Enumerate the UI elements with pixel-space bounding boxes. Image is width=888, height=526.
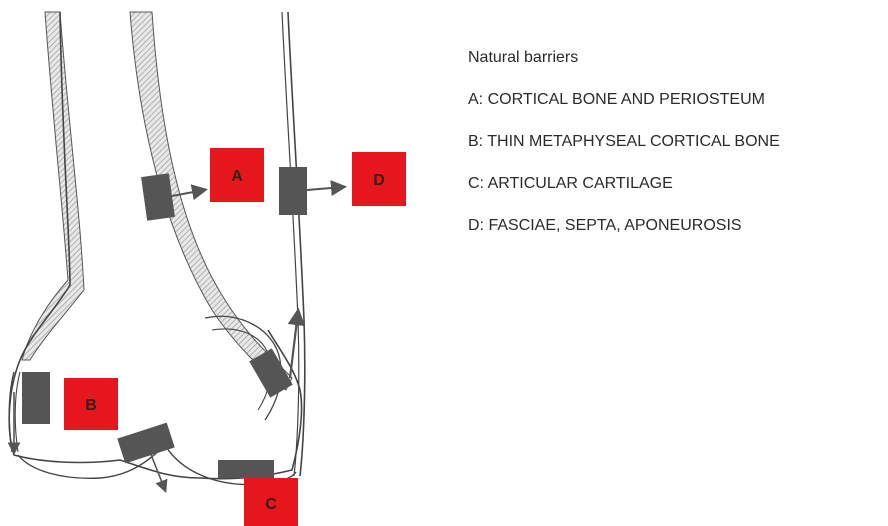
- label-c-text: C: [265, 496, 277, 513]
- legend: Natural barriers A: CORTICAL BONE AND PE…: [468, 48, 878, 258]
- label-box-a: A: [210, 148, 264, 202]
- arrow-d: [307, 187, 343, 190]
- barrier-block-b: [22, 372, 50, 424]
- legend-title: Natural barriers: [468, 48, 878, 68]
- label-b-text: B: [85, 397, 97, 414]
- label-box-c: C: [244, 478, 298, 526]
- legend-item-b: B: THIN METAPHYSEAL CORTICAL BONE: [468, 132, 878, 152]
- label-box-d: D: [352, 152, 406, 206]
- legend-item-a: A: CORTICAL BONE AND PERIOSTEUM: [468, 90, 878, 110]
- lateral-cortex: [22, 12, 84, 360]
- label-box-b: B: [64, 378, 118, 430]
- legend-item-d: D: FASCIAE, SEPTA, APONEUROSIS: [468, 216, 878, 236]
- femur-barrier-diagram: A D B C: [0, 0, 440, 526]
- legend-item-c: C: ARTICULAR CARTILAGE: [468, 174, 878, 194]
- label-d-text: D: [373, 172, 385, 189]
- barrier-block-c: [218, 460, 274, 478]
- label-a-text: A: [231, 168, 243, 185]
- barrier-block-d: [279, 167, 307, 215]
- arrow-notch-up: [290, 312, 298, 378]
- soft-tissue-left-2: [15, 372, 20, 452]
- fascia-line-inner: [282, 12, 299, 476]
- barrier-block-intercondylar: [117, 423, 174, 464]
